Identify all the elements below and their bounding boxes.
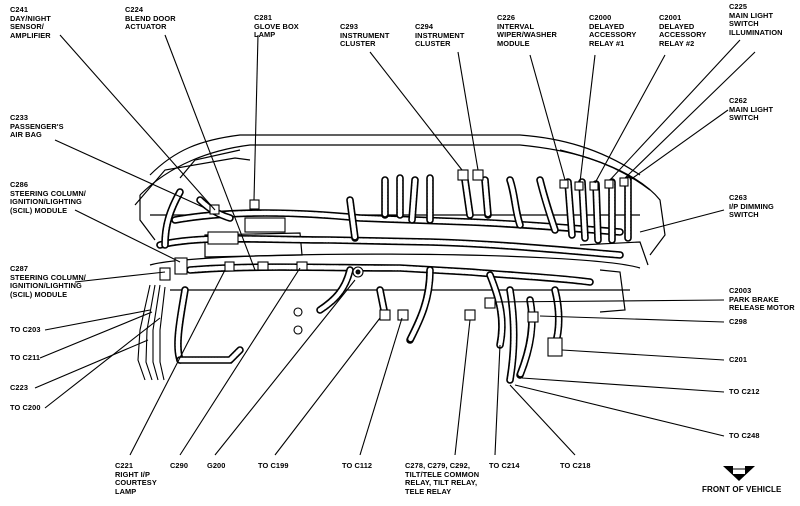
label-c2003: C2003 PARK BRAKE RELEASE MOTOR xyxy=(729,286,795,313)
label-c2000: C2000 DELAYED ACCESSORY RELAY #1 xyxy=(589,13,637,48)
label-c298: C298 xyxy=(729,317,748,326)
label-to-c214: TO C214 xyxy=(489,461,520,470)
label-c241: C241 DAY/NIGHT SENSOR/ AMPLIFIER xyxy=(10,5,51,40)
label-to-c211: TO C211 xyxy=(10,353,41,362)
label-g200: G200 xyxy=(207,461,226,470)
label-to-c199: TO C199 xyxy=(258,461,289,470)
label-c233: C233 PASSENGER'S AIR BAG xyxy=(10,113,64,140)
label-c201: C201 xyxy=(729,355,748,364)
label-c221: C221 RIGHT I/P COURTESY LAMP xyxy=(115,461,157,496)
label-to-c203: TO C203 xyxy=(10,325,41,334)
leader-lines xyxy=(34,34,756,456)
main-harness xyxy=(156,174,632,384)
label-to-c218: TO C218 xyxy=(560,461,591,470)
label-c263: C263 I/P DIMMING SWITCH xyxy=(729,193,774,220)
connector-blocks xyxy=(159,169,629,357)
label-to-c248: TO C248 xyxy=(729,431,760,440)
label-to-c200: TO C200 xyxy=(10,403,41,412)
down-arrow-icon xyxy=(723,466,755,481)
label-front-of-vehicle: FRONT OF VEHICLE xyxy=(702,485,782,494)
label-c286: C286 STEERING COLUMN/ IGNITION/LIGHTING … xyxy=(10,180,86,215)
label-c224: C224 BLEND DOOR ACTUATOR xyxy=(125,5,176,32)
label-c294: C294 INSTRUMENT CLUSTER xyxy=(415,22,465,49)
label-c287: C287 STEERING COLUMN/ IGNITION/LIGHTING … xyxy=(10,264,86,299)
label-c278-group: C278, C279, C292, TILT/TELE COMMON RELAY… xyxy=(405,461,480,496)
label-c262: C262 MAIN LIGHT SWITCH xyxy=(729,96,774,123)
label-to-c112: TO C112 xyxy=(342,461,373,470)
label-to-c212: TO C212 xyxy=(729,387,760,396)
label-c2001: C2001 DELAYED ACCESSORY RELAY #2 xyxy=(659,13,707,48)
label-c225: C225 MAIN LIGHT SWITCH ILLUMINATION xyxy=(729,2,783,37)
label-c281: C281 GLOVE BOX LAMP xyxy=(254,13,299,40)
left-wire-bundle xyxy=(137,284,166,381)
label-c290: C290 xyxy=(170,461,189,470)
label-c223: C223 xyxy=(10,383,29,392)
label-c226: C226 INTERVAL WIPER/WASHER MODULE xyxy=(497,13,557,48)
label-c293: C293 INSTRUMENT CLUSTER xyxy=(340,22,390,49)
